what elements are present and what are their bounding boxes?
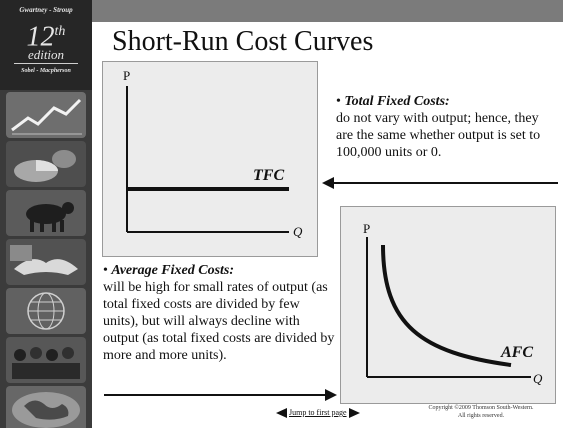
- afc-note: • Average Fixed Costs: will be high for …: [103, 262, 335, 364]
- afc-note-text: will be high for small rates of output (…: [103, 280, 335, 363]
- tfc-arrowhead: [322, 177, 334, 189]
- tfc-note: • Total Fixed Costs: do not vary with ou…: [336, 93, 556, 161]
- afc-note-bullet: •: [103, 263, 108, 278]
- sidebar-image-crowd: [6, 337, 86, 383]
- sidebar: Gwartney - Stroup 12th edition Sobel - M…: [0, 0, 92, 428]
- edition-suffix: th: [54, 24, 66, 39]
- afc-x-label: Q: [533, 371, 543, 386]
- sidebar-image-globe-grid: [6, 288, 86, 334]
- sidebar-image-chart-line: [6, 92, 86, 138]
- sidebar-image-pie-chart: [6, 141, 86, 187]
- tfc-x-label: Q: [293, 224, 303, 239]
- jump-to-first-page-link[interactable]: Jump to first page: [289, 408, 347, 417]
- copyright-line-2: All rights reserved.: [457, 413, 505, 419]
- prev-arrow-icon[interactable]: [276, 408, 287, 419]
- edition-badge: Gwartney - Stroup 12th edition Sobel - M…: [0, 0, 92, 90]
- next-arrow-icon[interactable]: [348, 408, 360, 419]
- afc-curve: [381, 244, 512, 367]
- afc-y-label: P: [363, 221, 370, 236]
- afc-graph-panel: P Q AFC: [340, 206, 556, 404]
- header-bar: [92, 0, 563, 22]
- tfc-note-term: Total Fixed Costs:: [344, 94, 450, 109]
- sidebar-image-handshake: [6, 239, 86, 285]
- sidebar-image-world-map: [6, 386, 86, 428]
- sidebar-image-bull: [6, 190, 86, 236]
- tfc-curve-label: TFC: [253, 167, 284, 184]
- brand-authors: Gwartney - Stroup: [19, 6, 73, 14]
- tfc-note-bullet: •: [336, 94, 341, 109]
- slide-title: Short-Run Cost Curves: [112, 26, 374, 57]
- tfc-y-label: P: [123, 68, 130, 83]
- copyright: Copyright ©2009 Thomson South-Western. A…: [402, 404, 560, 420]
- afc-curve-label: AFC: [500, 344, 533, 361]
- tfc-note-text: do not vary with output; hence, they are…: [336, 111, 541, 160]
- footer-nav: Jump to first page: [276, 408, 360, 419]
- afc-note-term: Average Fixed Costs:: [111, 263, 235, 278]
- afc-arrowhead: [325, 389, 337, 401]
- edition-word: edition: [14, 47, 78, 64]
- copyright-line-1: Copyright ©2009 Thomson South-Western.: [428, 405, 534, 411]
- edition-number: 12th: [26, 21, 66, 53]
- tfc-graph-panel: P Q TFC: [102, 61, 318, 257]
- brand-coauthors: Sobel - Macpherson: [21, 68, 71, 74]
